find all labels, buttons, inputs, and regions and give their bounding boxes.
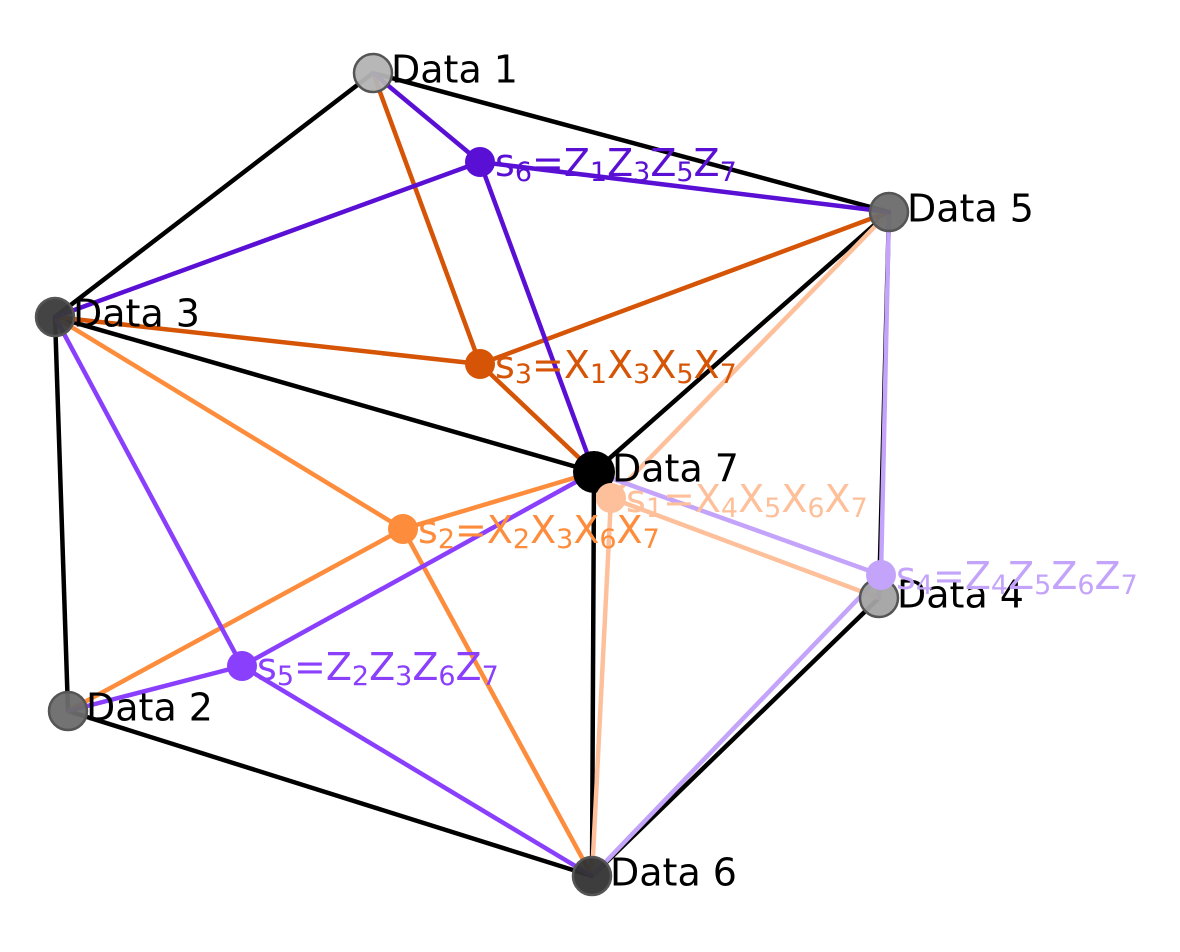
labels: Data 1 Data 2 Data 3 Data 4 Data 5 Data 6 Data… bbox=[73, 48, 1138, 895]
cube-edge-d5-d7 bbox=[591, 209, 892, 475]
cube-edge-d1-d5 bbox=[370, 70, 892, 215]
stabilizer-edge-s2-d7 bbox=[400, 469, 597, 532]
stabilizer-edges bbox=[52, 70, 892, 879]
stabilizer-edge-s3-d7 bbox=[477, 361, 597, 475]
stabilizer-edge-s1-d4 bbox=[608, 495, 882, 601]
cube-edge-d2-d6 bbox=[65, 708, 595, 879]
stabilizer-edge-s4-d6 bbox=[589, 572, 884, 879]
stabilizer-edge-s5-d6 bbox=[239, 663, 595, 879]
data-qubit-6-node bbox=[571, 855, 613, 897]
data-qubit-2-label: Data 2 bbox=[86, 686, 213, 730]
stabilizer-s1-node bbox=[596, 483, 626, 513]
data-qubit-1-node bbox=[352, 52, 394, 94]
data-qubit-2-node bbox=[47, 690, 89, 732]
data-qubit-5-node bbox=[868, 191, 910, 233]
stabilizer-edge-s2-d2 bbox=[65, 526, 406, 714]
cube-edge-d3-d2 bbox=[52, 314, 71, 714]
data-qubit-6-label: Data 6 bbox=[610, 851, 737, 895]
stabilizer-edge-s6-d5 bbox=[477, 159, 892, 215]
stabilizer-edge-s1-d6 bbox=[589, 495, 614, 879]
cube-edge-d3-d7 bbox=[52, 314, 597, 475]
stabilizer-edge-s4-d7 bbox=[591, 469, 884, 578]
data-qubit-4-label: Data 4 bbox=[897, 573, 1024, 617]
stabilizer-edge-s5-d2 bbox=[65, 663, 245, 714]
stabilizer-edge-s5-d7 bbox=[239, 469, 597, 669]
stabilizer-edge-s6-d3 bbox=[52, 159, 483, 320]
stabilizer-edge-s5-d3 bbox=[52, 314, 245, 669]
stabilizer-edge-s3-d3 bbox=[52, 314, 483, 367]
stabilizer-edge-s6-d7 bbox=[477, 159, 597, 475]
stabilizer-s4-node bbox=[866, 560, 896, 590]
stabilizer-s6-label: s6=Z1Z3Z5Z7 bbox=[495, 141, 737, 188]
data-qubit-7-node bbox=[573, 451, 615, 493]
cube-edges bbox=[52, 70, 892, 879]
stabilizer-edge-s3-d1 bbox=[370, 70, 483, 367]
cube-edge-d7-d6 bbox=[589, 469, 597, 879]
stabilizer-s4-label: s4=Z4Z5Z6Z7 bbox=[896, 554, 1138, 601]
cube-edge-d1-d3 bbox=[52, 70, 376, 320]
stabilizer-s2-label: s2=X2X3X6X7 bbox=[418, 508, 660, 555]
stabilizer-edge-s6-d1 bbox=[370, 70, 483, 165]
data-qubit-3-label: Data 3 bbox=[73, 292, 200, 336]
stabilizer-s5-label: s5=Z2Z3Z6Z7 bbox=[257, 645, 499, 692]
stabilizer-s3-node bbox=[465, 349, 495, 379]
data-qubit-7-label: Data 7 bbox=[612, 447, 739, 491]
stabilizer-s2-node bbox=[388, 514, 418, 544]
qubit-nodes bbox=[34, 52, 910, 897]
stabilizer-s6-node bbox=[465, 147, 495, 177]
cube-edge-d6-d4 bbox=[589, 595, 882, 879]
stabilizer-s1-label: s1=X4X5X6X7 bbox=[626, 477, 868, 524]
data-qubit-1-label: Data 1 bbox=[391, 48, 518, 92]
stabilizer-s3-label: s3=X1X3X5X7 bbox=[495, 343, 737, 390]
stabilizer-s5-node bbox=[227, 651, 257, 681]
stabilizer-edge-s2-d6 bbox=[400, 526, 595, 879]
stabilizer-edge-s3-d5 bbox=[477, 209, 892, 367]
stabilizer-edge-s4-d5 bbox=[878, 209, 892, 578]
stabilizer-edge-s1-d5 bbox=[608, 209, 892, 501]
data-qubit-3-node bbox=[34, 296, 76, 338]
stabilizer-edge-s2-d3 bbox=[52, 314, 406, 532]
data-qubit-5-label: Data 5 bbox=[907, 187, 1034, 231]
